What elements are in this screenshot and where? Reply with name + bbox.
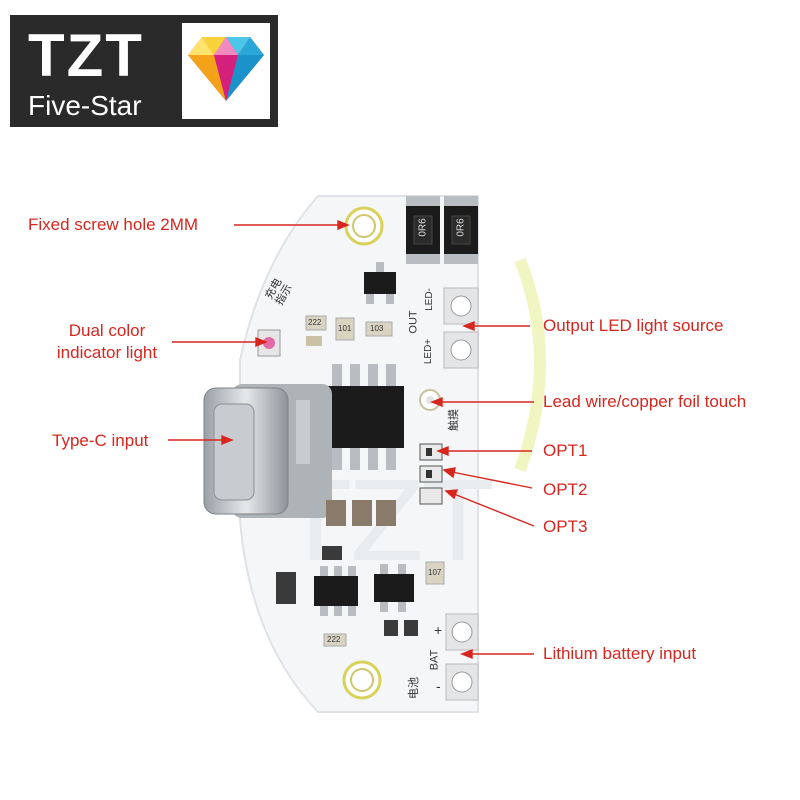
label-indicator: Dual color indicator light xyxy=(46,320,168,364)
silk-bat-minus: - xyxy=(436,678,441,694)
silk-touch-cn: 触摸 xyxy=(447,409,460,431)
screw-hole-bottom xyxy=(342,660,382,700)
silk-bat-cn: 电池 xyxy=(407,677,420,699)
silk-r222a: 222 xyxy=(308,318,322,327)
lower-ic-right xyxy=(374,564,414,612)
screw-hole-top xyxy=(344,206,384,246)
label-screw-hole: Fixed screw hole 2MM xyxy=(28,215,199,234)
silk-r101: 101 xyxy=(338,324,352,333)
silk-bat-plus: + xyxy=(434,622,443,638)
logo-text-block: TZT Five-Star xyxy=(16,21,176,121)
label-opt2: OPT2 xyxy=(543,480,588,499)
silk-r222b: 222 xyxy=(327,635,341,644)
silk-led-minus: LED- xyxy=(423,288,435,311)
silk-resistor-left: 0R6 xyxy=(417,218,429,237)
sot-transistor-top xyxy=(364,262,396,304)
capacitor-row xyxy=(322,500,396,560)
label-type-c: Type-C input xyxy=(52,431,149,450)
silk-led-plus: LED+ xyxy=(423,338,435,365)
label-indicator-line2: indicator light xyxy=(56,343,158,362)
logo-brand: TZT xyxy=(28,22,144,89)
main-ic xyxy=(324,364,404,470)
type-c-connector xyxy=(203,384,332,518)
silk-bat: BAT xyxy=(428,649,441,671)
label-touch: Lead wire/copper foil touch xyxy=(543,392,747,411)
battery-pads xyxy=(445,613,479,701)
leader-lines xyxy=(168,219,535,660)
silk-resistor-right: 0R6 xyxy=(455,218,467,237)
silk-out: OUT xyxy=(407,310,420,334)
resistor-0r6-left xyxy=(406,196,440,264)
label-indicator-line1: Dual color xyxy=(68,321,146,340)
label-opt3: OPT3 xyxy=(543,517,588,536)
silk-r107: 107 xyxy=(428,568,442,577)
indicator-led-part xyxy=(257,329,281,357)
label-output-led: Output LED light source xyxy=(543,316,724,335)
r107-part xyxy=(425,561,445,585)
lower-ic-left xyxy=(314,566,358,616)
silk-r103: 103 xyxy=(370,324,384,333)
brand-logo: TZT Five-Star xyxy=(10,15,278,127)
logo-subtitle: Five-Star xyxy=(28,90,142,121)
logo-gem xyxy=(182,23,270,119)
cap-left xyxy=(276,572,296,604)
smd-row xyxy=(305,315,393,346)
resistor-0r6-right xyxy=(444,196,478,264)
led-pads xyxy=(443,287,479,369)
label-opt1: OPT1 xyxy=(543,441,588,460)
r222-part xyxy=(323,633,347,647)
opt-jumpers xyxy=(419,443,443,505)
diamond-icon xyxy=(188,37,264,101)
label-battery: Lithium battery input xyxy=(543,644,697,663)
